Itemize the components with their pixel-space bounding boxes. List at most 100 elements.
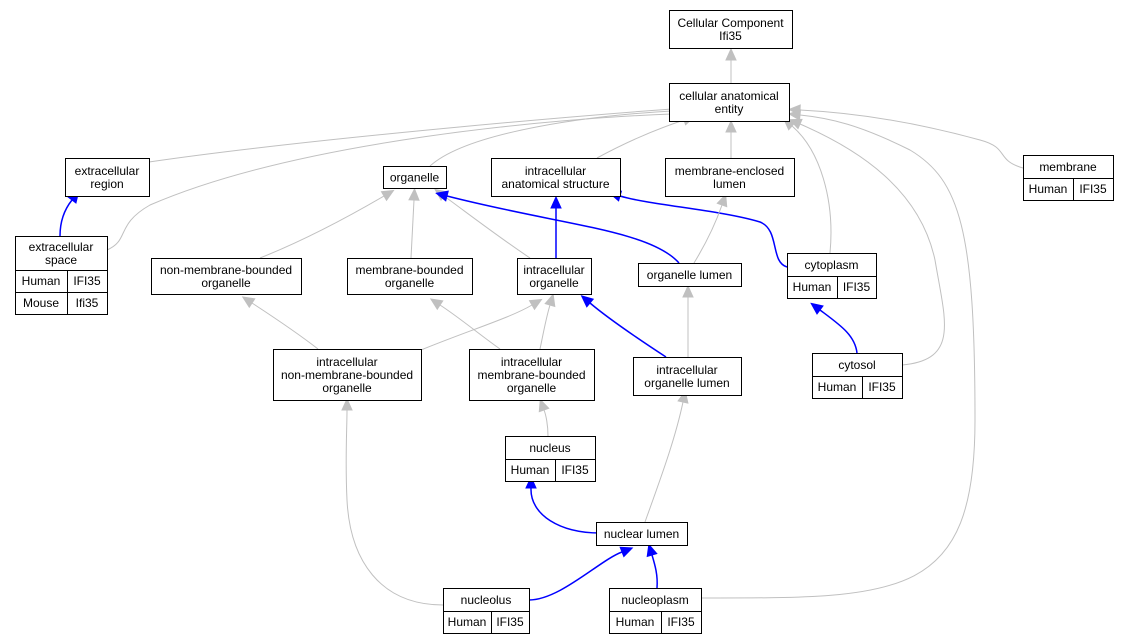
species-label: Mouse bbox=[23, 296, 59, 310]
edge-line bbox=[799, 109, 1024, 169]
species-label: Human bbox=[616, 615, 655, 629]
node-label: lumen bbox=[713, 177, 746, 191]
node-label: organelle bbox=[507, 381, 557, 395]
node-label: cytoplasm bbox=[804, 258, 858, 272]
edge-line bbox=[596, 119, 685, 159]
node-label: anatomical structure bbox=[501, 177, 609, 191]
gene-cell bbox=[1073, 178, 1114, 201]
edge-ol-to-mel bbox=[693, 193, 728, 264]
gene-cell bbox=[491, 611, 530, 634]
node-label: intracellular bbox=[501, 355, 562, 369]
node-label: extracellular bbox=[29, 240, 94, 254]
node-label: non-membrane-bounded bbox=[281, 368, 413, 382]
species-label: Human bbox=[818, 380, 857, 394]
edge-nucleoplasm-to-nl bbox=[646, 543, 658, 589]
node-label: cytosol bbox=[838, 358, 875, 372]
node-box bbox=[669, 10, 793, 49]
edge-line bbox=[148, 108, 673, 163]
node-box bbox=[517, 258, 592, 295]
node-label: organelle bbox=[385, 276, 435, 290]
edge-imbo-to-io bbox=[539, 293, 556, 350]
node-label: extracellular bbox=[75, 164, 140, 178]
gene-cell bbox=[661, 611, 702, 634]
edge-line bbox=[251, 302, 319, 350]
arrow-head bbox=[525, 475, 537, 489]
node-nl[interactable]: nuclear lumen bbox=[596, 522, 688, 546]
edge-io-to-ias bbox=[550, 195, 562, 258]
node-box bbox=[273, 349, 422, 401]
gene-label: Ifi35 bbox=[76, 296, 99, 310]
edge-imbo-to-mbo bbox=[429, 298, 501, 350]
arrow-head bbox=[341, 397, 353, 411]
edge-line bbox=[619, 195, 788, 268]
arrow-head bbox=[380, 189, 395, 202]
node-label: intracellular bbox=[656, 363, 717, 377]
node-box bbox=[638, 263, 742, 287]
edge-cytosol-to-cyto bbox=[810, 302, 858, 354]
species-label: Human bbox=[1029, 182, 1068, 196]
arrow-head bbox=[725, 47, 737, 61]
edge-nl-to-nucleus bbox=[525, 475, 601, 534]
edge-line bbox=[443, 195, 531, 259]
edge-line bbox=[693, 204, 723, 264]
node-box bbox=[596, 522, 688, 546]
edge-line bbox=[106, 113, 673, 251]
arrow-head bbox=[725, 119, 737, 133]
arrow-head bbox=[435, 190, 449, 202]
node-label: nucleoplasm bbox=[621, 593, 688, 607]
edge-line bbox=[345, 409, 444, 606]
edge-mem-to-cae bbox=[787, 104, 1024, 169]
gene-cell bbox=[67, 292, 108, 315]
edge-line bbox=[589, 302, 667, 358]
edge-iol-to-ol bbox=[682, 284, 694, 357]
gene-label: IFI35 bbox=[868, 380, 896, 394]
edge-line bbox=[651, 554, 658, 589]
node-label: organelle bbox=[390, 171, 440, 185]
species-label: Human bbox=[793, 280, 832, 294]
node-label: membrane-bounded bbox=[477, 368, 585, 382]
species-label: Human bbox=[22, 274, 61, 288]
gene-cell bbox=[555, 459, 596, 482]
node-label: intracellular bbox=[525, 164, 586, 178]
edge-io-to-org bbox=[434, 188, 531, 259]
edge-ecs-to-ecr bbox=[59, 190, 80, 237]
node-label: space bbox=[45, 253, 77, 267]
edge-mel-to-cae bbox=[725, 119, 737, 158]
node-box bbox=[383, 166, 447, 189]
arrow-head bbox=[429, 298, 444, 311]
node-label: entity bbox=[715, 102, 744, 116]
node-label: cellular anatomical bbox=[679, 89, 778, 103]
edge-cytosol-to-cae bbox=[788, 118, 945, 366]
edge-nucleus-to-imbo bbox=[538, 398, 550, 437]
arrow-head bbox=[716, 193, 728, 208]
edge-line bbox=[59, 199, 73, 237]
node-inmbo[interactable]: intracellularnon-membrane-boundedorganel… bbox=[273, 349, 422, 401]
node-label: organelle bbox=[529, 276, 579, 290]
node-label: nuclear lumen bbox=[604, 527, 679, 541]
node-box bbox=[665, 158, 795, 197]
edge-line bbox=[410, 199, 415, 259]
node-ol[interactable]: organelle lumen bbox=[638, 263, 742, 287]
node-org[interactable]: organelle bbox=[383, 166, 447, 189]
